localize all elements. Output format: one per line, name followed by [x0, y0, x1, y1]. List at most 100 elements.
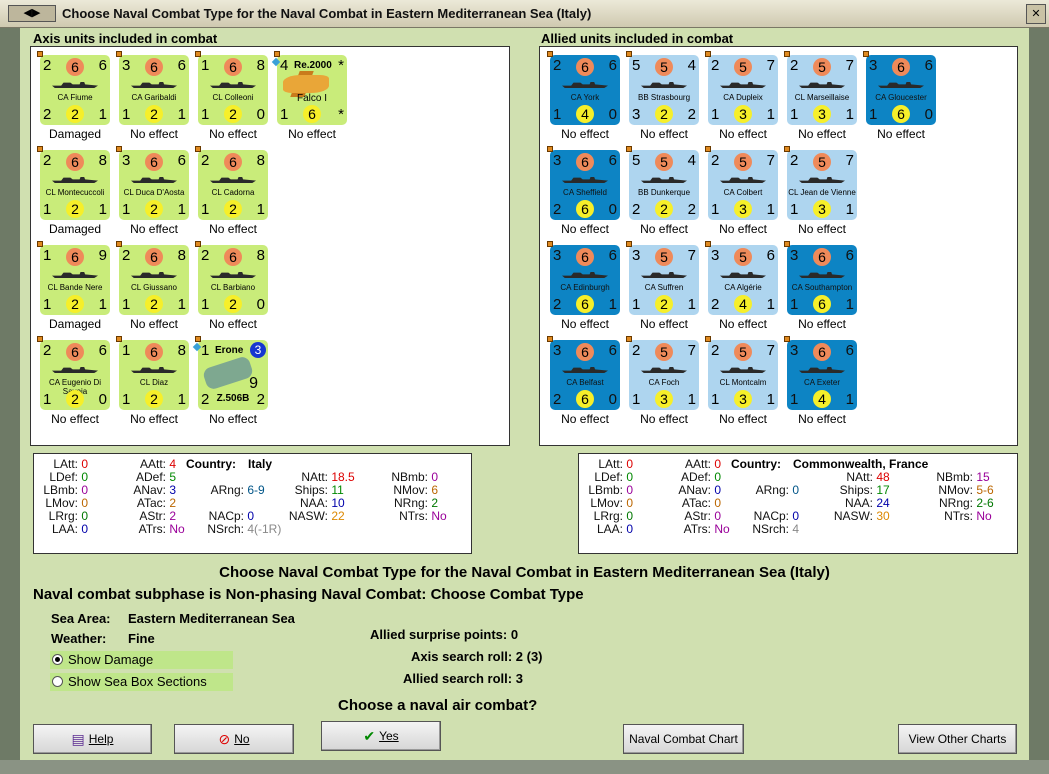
no-button[interactable]: ⊘No: [174, 724, 294, 754]
allied-stat: ATac: 0: [671, 496, 721, 510]
counter-ship-name: CA Suffren: [644, 283, 684, 292]
axis-stat-label: AAtt:: [139, 457, 166, 471]
allied-stat-value: 0: [623, 496, 634, 510]
axis-stat-label: ARng:: [210, 483, 244, 497]
counter-bottom-left: 1: [790, 391, 799, 408]
counter-attack: 3: [553, 342, 562, 359]
view-other-charts-button[interactable]: View Other Charts: [898, 724, 1017, 754]
counter-defense-circle: 6: [576, 343, 594, 361]
unit-marker-icon: [195, 146, 201, 152]
counter-ship-name: CL Colleoni: [212, 93, 254, 102]
axis-stat: LRrg: 0: [42, 509, 88, 523]
axis-stat-label: Ships:: [294, 483, 328, 497]
counter-ship-name: CA Foch: [648, 378, 680, 387]
allied-stat: ATrs: No: [671, 522, 730, 536]
window-menu-icon[interactable]: ◀▶: [8, 5, 56, 22]
counter-bottom-right: 1: [766, 106, 775, 123]
allied-stat-label: NTrs:: [944, 509, 973, 523]
counter-bottom-left: 1: [711, 391, 720, 408]
counter-bottom-right: 2: [687, 106, 696, 123]
unit-marker-icon: [626, 51, 632, 57]
show-sea-box-radio[interactable]: [52, 676, 63, 687]
counter-attack: 2: [122, 247, 131, 264]
show-damage-radio[interactable]: [52, 654, 63, 665]
allied-stat-value: 2-6: [973, 496, 994, 510]
axis-stat: ADef: 5: [126, 470, 176, 484]
close-button[interactable]: ✕: [1026, 4, 1046, 24]
counter-bottom-right: 0: [924, 106, 933, 123]
counter-bottom-right: 1: [845, 296, 854, 313]
allied-stat-label: NRng:: [938, 496, 973, 510]
counter-defense-circle: 5: [734, 343, 752, 361]
counter-speed-circle: 3: [734, 200, 752, 218]
axis-stat-label: NMov:: [393, 483, 428, 497]
allied-stat-value: 0: [711, 457, 722, 471]
show-damage-option[interactable]: Show Damage: [50, 651, 233, 669]
allied-stat: NSrch: 4: [749, 522, 799, 536]
allied-stat-label: LMov:: [590, 496, 623, 510]
counter-movement: 7: [687, 342, 696, 359]
window-title: Choose Naval Combat Type for the Naval C…: [62, 6, 592, 21]
counter-bottom-left: 1: [201, 106, 210, 123]
allied-stat: NACp: 0: [749, 509, 799, 523]
axis-unit-status: No effect: [209, 222, 257, 236]
axis-stat-label: ANav:: [133, 483, 166, 497]
allied-stat-value: 0: [623, 522, 634, 536]
axis-stat-value: 4(-1R): [244, 522, 282, 536]
show-sea-box-option[interactable]: Show Sea Box Sections: [50, 673, 233, 691]
counter-movement: 6: [98, 57, 107, 74]
allied-unit-status: No effect: [719, 127, 767, 141]
axis-stat-label: NASW:: [288, 509, 328, 523]
allied-stat: LAtt: 0: [587, 457, 633, 471]
allied-stat-value: 24: [873, 496, 890, 510]
counter-movement: 6: [608, 152, 617, 169]
counter-speed-circle: 2: [145, 390, 163, 408]
counter-movement: 7: [766, 152, 775, 169]
naval-combat-chart-button[interactable]: Naval Combat Chart: [623, 724, 744, 754]
help-button[interactable]: ▤Help: [33, 724, 152, 754]
counter-attack: 3: [711, 247, 720, 264]
allied-unit-status: No effect: [719, 222, 767, 236]
warship-icon: [52, 367, 98, 373]
yes-button[interactable]: ✔Yes: [321, 721, 441, 751]
counter-defense-circle: 5: [734, 153, 752, 171]
counter-bottom-left: 1: [553, 106, 562, 123]
allied-stat-value: 30: [873, 509, 890, 523]
counter-movement: 8: [256, 57, 265, 74]
counter-ship-name: CL Bande Nere: [47, 283, 103, 292]
allied-stat-label: NMov:: [938, 483, 973, 497]
counter-attack: 2: [43, 57, 52, 74]
counter-movement: 6: [177, 57, 186, 74]
counter-mid-value: 9: [249, 375, 258, 392]
